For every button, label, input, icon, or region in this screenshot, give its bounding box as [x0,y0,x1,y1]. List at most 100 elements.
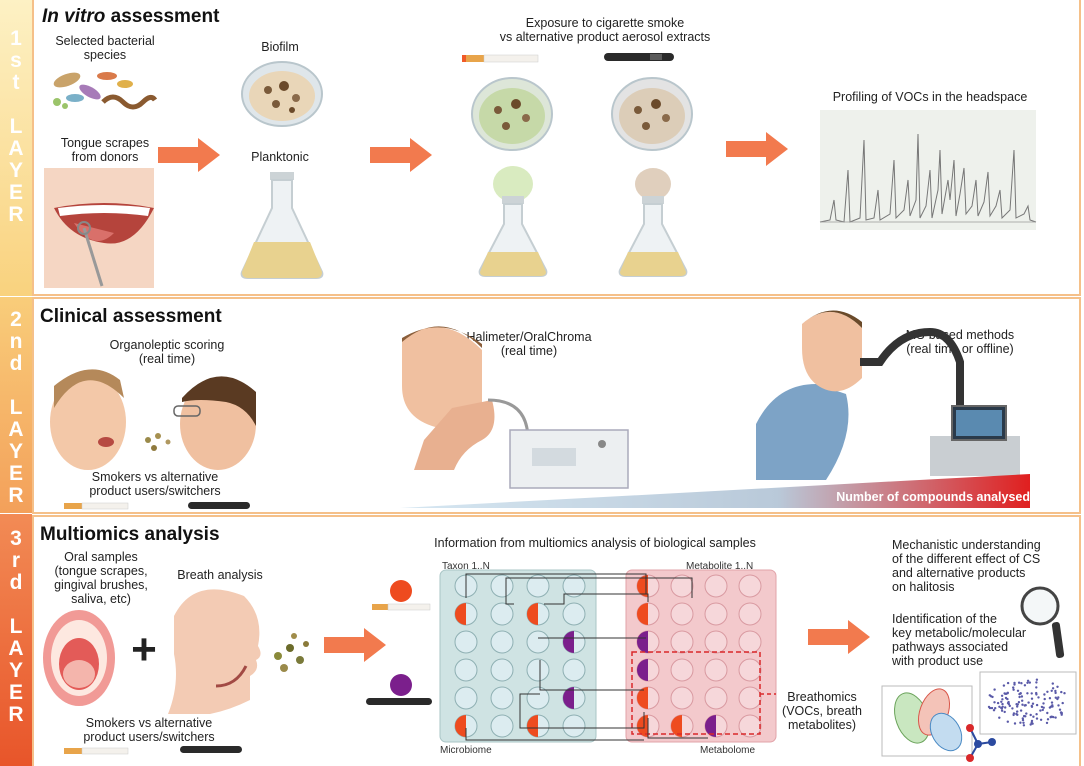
scatter-dot [1023,684,1027,687]
layer-2-panel [32,297,1081,514]
purple-dot-alt [390,674,412,696]
well-fill [637,659,648,681]
scatter-dot [1021,699,1024,702]
planktonic-flask [240,172,324,279]
well-fill [455,715,466,737]
well [670,686,694,710]
well-fill [637,575,648,597]
scatter-dot [1000,700,1003,703]
scatter-dot [1020,695,1024,698]
halimeter-label: Halimeter/OralChroma (real time) [466,330,592,358]
cigarette-icon-4 [372,603,431,611]
scatter-dot [1043,693,1046,696]
scatter-dot [1057,696,1060,699]
scatter-dot [1027,701,1030,704]
well [526,658,550,682]
well [562,574,586,598]
biofilm-label: Biofilm [261,40,299,54]
layer-3-panel [32,515,1081,766]
scatter-dot [1017,701,1021,704]
exposed-dish-smoke [471,77,553,151]
layer-stripe-2: 2 n d L A Y E R [0,297,32,513]
scatter-dot [1041,708,1044,712]
taxon-label: Taxon 1..N [442,561,490,572]
well [704,686,728,710]
scatter-dot [1060,711,1063,714]
layer-2-title: Clinical assessment [40,306,222,327]
scatter-dot [994,707,997,710]
cigarette-icon [462,54,539,63]
well [738,630,762,654]
e-cigarette-icon-3 [180,746,242,753]
compounds-gradient-bar [400,474,1030,508]
exposed-flask-aerosol [618,168,688,277]
scatter-dot [993,688,996,691]
scatter-dot [1030,704,1033,708]
scatter-dot [1035,713,1038,716]
scatter-dot [1021,703,1024,706]
well [562,658,586,682]
well [704,602,728,626]
scatter-dot [1060,713,1063,716]
well [490,658,514,682]
scatter-dot [1026,692,1029,695]
smokers-vs-label-3: Smokers vs alternative product users/swi… [83,716,215,744]
scatter-dot [1029,723,1032,726]
well [670,630,694,654]
scatter-dot [1030,719,1034,723]
scatter-dot [1019,721,1022,724]
scatter-dot [1018,695,1021,699]
scatter-dot [1031,702,1035,705]
scatter-dot [1016,703,1019,706]
scatter-dot [1039,718,1043,721]
exposed-dish-aerosol [611,77,693,151]
well-fill [637,631,648,653]
planktonic-label: Planktonic [251,150,309,164]
scatter-dot [1021,718,1025,722]
scatter-dot [1054,689,1057,693]
well [670,602,694,626]
tongue-scrape-illustration [44,168,154,288]
scatter-dot [1051,687,1055,690]
scatter-dot [1004,706,1007,709]
scatter-dot [1046,718,1050,721]
well-fill [527,603,538,625]
e-cigarette-icon-4 [366,698,432,705]
compounds-bar-label: Number of compounds analysed [836,490,1030,504]
well-fill [671,715,682,737]
scatter-dot [1019,692,1022,695]
well [490,686,514,710]
scatter-dot [1006,697,1009,701]
scatter-dot [1030,697,1034,700]
well [526,574,550,598]
scatter-plots-illustration [881,671,1077,762]
ms-methods-illustration [756,310,1020,480]
well [490,630,514,654]
arrow-1 [158,138,220,172]
organoleptic-faces [50,369,256,470]
scatter-dot [993,701,996,704]
well-fill [455,603,466,625]
smokers-vs-label-2: Smokers vs alternative product users/swi… [89,470,221,498]
e-cigarette-icon [604,53,674,61]
scatter-dot [1042,702,1045,705]
well-fill [637,715,648,737]
scatter-dot [1012,713,1015,717]
well-fill [637,687,648,709]
scatter-dot [1023,704,1026,707]
well [738,574,762,598]
scatter-dot [1045,721,1049,725]
oral-cavity-illustration [43,610,115,706]
scatter-dot [1016,705,1019,708]
scatter-dot [1013,681,1016,685]
scatter-dot [987,705,991,709]
scatter-dot [1020,682,1023,685]
orange-dot-cs [390,580,412,602]
biofilm-dish [241,61,323,127]
well [490,574,514,598]
well [454,686,478,710]
arrow-5 [808,620,870,654]
scatter-dot [1054,696,1057,699]
arrow-2 [370,138,432,172]
scatter-dot [1001,702,1004,706]
